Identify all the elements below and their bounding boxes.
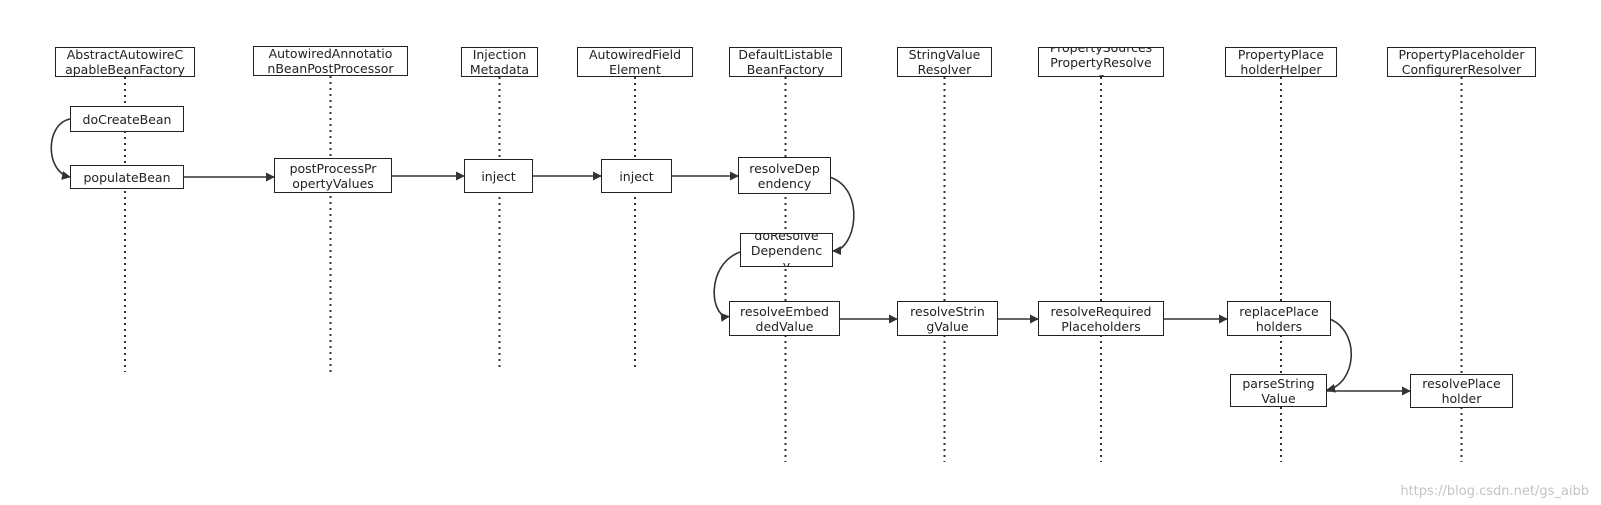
participant-p3: Injection Metadata bbox=[461, 47, 538, 77]
participant-p6: StringValue Resolver bbox=[897, 47, 992, 77]
call-label: resolveStrin gValue bbox=[910, 303, 985, 334]
call-label: inject bbox=[481, 168, 516, 184]
arrow-c1-to-c2 bbox=[50, 118, 71, 180]
call-arrows bbox=[50, 118, 1411, 396]
participant-label: PropertyPlaceholder ConfigurerResolver bbox=[1398, 47, 1525, 77]
call-label: populateBean bbox=[83, 169, 171, 185]
participant-label: DefaultListable BeanFactory bbox=[738, 47, 833, 77]
participant-p9: PropertyPlaceholder ConfigurerResolver bbox=[1387, 47, 1536, 77]
participant-p8: PropertyPlace holderHelper bbox=[1225, 47, 1337, 77]
arrow-c6-to-c7 bbox=[830, 176, 855, 256]
call-c2: populateBean bbox=[70, 165, 184, 189]
call-label: postProcessPr opertyValues bbox=[289, 160, 377, 191]
call-c6: resolveDep endency bbox=[738, 157, 831, 194]
call-label: resolveEmbed dedValue bbox=[740, 303, 829, 334]
arrow-c11-to-c12 bbox=[1326, 318, 1353, 393]
participant-label: StringValue Resolver bbox=[908, 47, 981, 77]
participant-p4: AutowiredField Element bbox=[577, 47, 693, 77]
participant-p7: PropertySources PropertyResolve r bbox=[1038, 47, 1164, 77]
participant-label: PropertyPlace holderHelper bbox=[1237, 47, 1325, 77]
participant-label: Injection Metadata bbox=[469, 47, 530, 77]
call-label: resolveDep endency bbox=[749, 160, 820, 191]
call-label: resolvePlace holder bbox=[1422, 376, 1501, 406]
participant-label: AutowiredAnnotatio nBeanPostProcessor bbox=[267, 46, 394, 76]
call-c5: inject bbox=[601, 159, 672, 193]
watermark-text: https://blog.csdn.net/gs_aibb bbox=[1400, 484, 1589, 499]
call-c3: postProcessPr opertyValues bbox=[274, 158, 392, 193]
call-c12: parseString Value bbox=[1230, 374, 1327, 407]
call-c1: doCreateBean bbox=[70, 106, 184, 132]
call-c7: doResolve Dependenc y bbox=[740, 233, 833, 267]
call-c9: resolveStrin gValue bbox=[897, 301, 998, 336]
call-c4: inject bbox=[464, 159, 533, 193]
call-c11: replacePlace holders bbox=[1227, 301, 1331, 336]
participant-label: AbstractAutowireC apableBeanFactory bbox=[65, 47, 185, 77]
call-label: doResolve Dependenc y bbox=[750, 233, 823, 267]
call-label: resolveRequired Placeholders bbox=[1050, 303, 1152, 334]
call-label: replacePlace holders bbox=[1239, 303, 1319, 334]
participant-label: PropertySources PropertyResolve r bbox=[1049, 47, 1153, 77]
call-label: doCreateBean bbox=[82, 111, 172, 127]
participant-p1: AbstractAutowireC apableBeanFactory bbox=[55, 47, 195, 77]
participant-p2: AutowiredAnnotatio nBeanPostProcessor bbox=[253, 46, 408, 76]
participant-label: AutowiredField Element bbox=[588, 47, 682, 77]
arrow-c7-to-c8 bbox=[713, 251, 741, 322]
call-label: inject bbox=[619, 168, 654, 184]
call-label: parseString Value bbox=[1242, 375, 1315, 406]
call-c8: resolveEmbed dedValue bbox=[729, 301, 840, 336]
call-c10: resolveRequired Placeholders bbox=[1038, 301, 1164, 336]
call-c13: resolvePlace holder bbox=[1410, 374, 1513, 408]
participant-p5: DefaultListable BeanFactory bbox=[729, 47, 842, 77]
